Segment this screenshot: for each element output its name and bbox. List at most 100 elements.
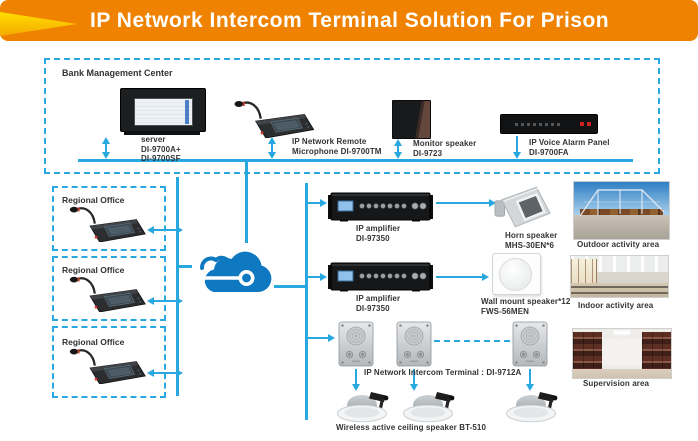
ceiling-speaker-3 bbox=[505, 391, 562, 423]
field-trunk-line bbox=[305, 183, 308, 420]
regional-1-link-line bbox=[153, 229, 177, 231]
monitor-speaker-label: Monitor speaker DI-9723 bbox=[413, 139, 476, 158]
horn-speaker-label-line2: MHS-30EN*6 bbox=[505, 240, 555, 250]
mic-link-line bbox=[271, 143, 273, 153]
mic-link-arrow-down bbox=[268, 152, 276, 159]
amp1-out-arrow bbox=[489, 199, 496, 207]
intercom-panel-2 bbox=[396, 321, 432, 367]
amplifier-1-label: IP amplifier DI-97350 bbox=[356, 224, 400, 243]
server-screen-scrollbar bbox=[185, 100, 189, 124]
wall-speaker-label-line2: FWS-56MEN bbox=[481, 306, 530, 316]
amplifier-2-label-line1: IP amplifier bbox=[356, 294, 401, 303]
amplifier-2-label: IP amplifier DI-97350 bbox=[356, 294, 400, 313]
server-label-line2: DI-9700A+ bbox=[141, 144, 181, 154]
server-device bbox=[120, 86, 206, 136]
management-center-box bbox=[44, 58, 660, 174]
ceiling-speaker-2 bbox=[402, 391, 459, 423]
intercom-in-arrow bbox=[328, 334, 335, 342]
regional-office-box-2: Regional Office bbox=[52, 256, 166, 321]
supervision-photo-bunks-right bbox=[641, 331, 671, 370]
outdoor-area-photo bbox=[573, 181, 670, 240]
server-label-line3: DI-9700SF bbox=[141, 154, 181, 163]
monitor-speaker-label-line2: DI-9723 bbox=[413, 148, 443, 158]
supervision-area-photo bbox=[572, 328, 672, 379]
amplifier-device-2 bbox=[328, 262, 433, 292]
monitor-link-line bbox=[397, 145, 399, 153]
server-link-arrow-down bbox=[102, 152, 110, 159]
intercom-in-line bbox=[308, 337, 329, 339]
indoor-area-label: Indoor activity area bbox=[578, 301, 654, 310]
cloud-left-connector bbox=[179, 265, 192, 268]
ceiling-3-arrow bbox=[526, 384, 534, 391]
regional-2-arrow-right bbox=[176, 297, 183, 305]
outdoor-photo-building bbox=[579, 209, 664, 217]
supervision-area-label: Supervision area bbox=[583, 379, 650, 388]
cloud-uplink-line bbox=[245, 161, 248, 243]
amp2-out-line bbox=[436, 276, 483, 278]
intercom-panel-1 bbox=[338, 321, 374, 367]
wall-speaker-device bbox=[492, 253, 541, 295]
cloud-right-connector bbox=[274, 285, 308, 288]
banner-arrow-icon bbox=[0, 12, 77, 36]
amp1-out-line bbox=[436, 202, 490, 204]
ceiling-2-link-line bbox=[413, 369, 415, 385]
alarm-panel-chassis bbox=[500, 114, 598, 134]
wall-speaker-label-line1: Wall mount speaker*12 bbox=[481, 297, 571, 306]
indoor-photo-wall bbox=[571, 271, 668, 284]
ceiling-1-arrow bbox=[352, 384, 360, 391]
supervision-photo-backwall bbox=[602, 338, 642, 366]
regional-3-arrow-right bbox=[176, 369, 183, 377]
outdoor-area-label: Outdoor activity area bbox=[577, 240, 660, 249]
amplifier-1-label-line2: DI-97350 bbox=[356, 233, 390, 243]
monitor-link-arrow-up bbox=[394, 139, 402, 146]
regional-3-arrow-left bbox=[147, 369, 154, 377]
title-banner: IP Network Intercom Terminal Solution Fo… bbox=[0, 0, 698, 41]
indoor-area-photo bbox=[570, 255, 669, 298]
supervision-photo-floor bbox=[573, 369, 671, 378]
alarm-panel-label: IP Voice Alarm Panel DI-9700FA bbox=[529, 138, 610, 157]
regional-office-1-label: Regional Office bbox=[62, 195, 125, 205]
amp2-in-arrow bbox=[320, 273, 327, 281]
alarm-link-line bbox=[516, 136, 518, 152]
remote-microphone-device bbox=[230, 96, 315, 138]
supervision-photo-bunks-right-dividers bbox=[641, 331, 671, 370]
horn-speaker-device bbox=[494, 184, 552, 230]
regional-3-link-line bbox=[153, 372, 177, 374]
indoor-photo-bench-1 bbox=[571, 286, 668, 289]
amplifier-1-label-line1: IP amplifier bbox=[356, 224, 401, 233]
intercom-label: IP Network Intercom Terminal : DI-9712A bbox=[364, 368, 522, 377]
amplifier-device-1 bbox=[328, 192, 433, 222]
indoor-photo-bench-2 bbox=[571, 291, 668, 294]
ceiling-3-link-line bbox=[529, 369, 531, 385]
regional-office-2-label: Regional Office bbox=[62, 265, 125, 275]
outdoor-photo-ground bbox=[574, 215, 669, 239]
supervision-photo-bunks-left bbox=[573, 331, 603, 370]
horn-speaker-label: Horn speaker MHS-30EN*6 bbox=[505, 231, 557, 250]
indoor-photo-floor bbox=[571, 283, 668, 297]
regional-office-2-mic-device bbox=[66, 272, 146, 312]
alarm-panel-led2 bbox=[587, 122, 591, 126]
management-bus-line bbox=[78, 159, 633, 162]
supervision-photo-light bbox=[614, 331, 630, 334]
monitor-speaker-device bbox=[392, 100, 431, 139]
horn-speaker-label-line1: Horn speaker bbox=[505, 231, 558, 240]
alarm-link-arrow-down bbox=[513, 152, 521, 159]
regional-office-box-1: Regional Office bbox=[52, 186, 166, 251]
indoor-photo-mullions bbox=[571, 259, 597, 285]
intercom-chain-dashed-line bbox=[434, 340, 510, 342]
management-center-title: Bank Management Center bbox=[62, 68, 173, 78]
remote-microphone-label-line2: Microphone DI-9700TM bbox=[292, 146, 382, 156]
regional-office-3-label: Regional Office bbox=[62, 337, 125, 347]
regional-2-link-line bbox=[153, 300, 177, 302]
amplifier-2-label-line2: DI-97350 bbox=[356, 303, 390, 313]
alarm-panel-device bbox=[500, 112, 598, 134]
amp2-out-arrow bbox=[482, 273, 489, 281]
amp2-in-line bbox=[308, 276, 321, 278]
wall-speaker-grille bbox=[499, 258, 532, 291]
server-label-line1: server bbox=[141, 135, 166, 144]
regional-trunk-line bbox=[176, 177, 179, 396]
server-link-line bbox=[105, 143, 107, 153]
regional-office-3-mic-device bbox=[66, 344, 146, 384]
server-chassis bbox=[120, 88, 206, 132]
